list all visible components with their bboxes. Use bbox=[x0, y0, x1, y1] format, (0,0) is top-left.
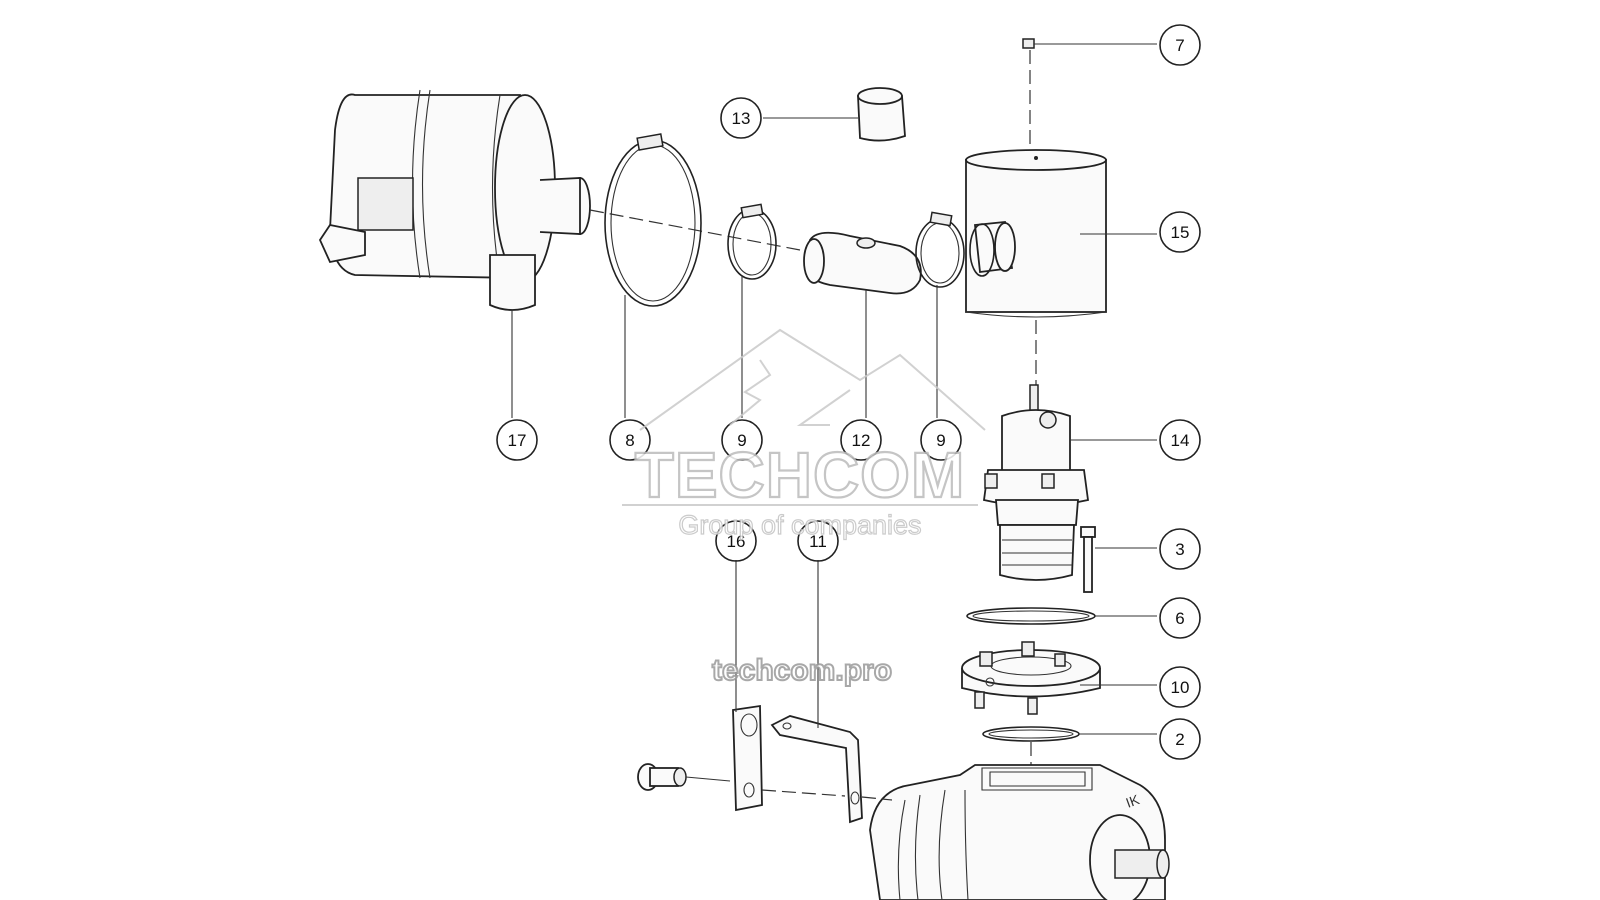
watermark-tagline: Group of companies bbox=[678, 510, 921, 540]
callout-label: 14 bbox=[1171, 431, 1190, 450]
callout-17: 17 bbox=[496, 419, 538, 461]
callout-15: 15 bbox=[1159, 211, 1201, 253]
watermark-brand: TECHCOM bbox=[635, 439, 966, 511]
callout-label: 2 bbox=[1175, 730, 1184, 749]
callout-label: 6 bbox=[1175, 609, 1184, 628]
callout-label: 15 bbox=[1171, 223, 1190, 242]
air-filter-housing bbox=[318, 89, 591, 418]
callout-9-left: 9 bbox=[721, 419, 763, 461]
callouts: 7 13 15 17 8 9 12 9 14 16 11 3 6 10 2 bbox=[496, 24, 1201, 760]
callout-8: 8 bbox=[609, 419, 651, 461]
callout-9-right: 9 bbox=[920, 419, 962, 461]
o-ring-lower bbox=[982, 726, 1157, 742]
small-bolt bbox=[637, 763, 687, 791]
callout-6: 6 bbox=[1159, 597, 1201, 639]
rubber-elbow bbox=[803, 231, 922, 418]
hose-clamp-small-right bbox=[915, 211, 965, 418]
callout-10: 10 bbox=[1159, 666, 1201, 708]
watermark-url: techcom.pro bbox=[712, 654, 892, 687]
callout-label: 16 bbox=[727, 532, 746, 551]
callout-label: 3 bbox=[1175, 540, 1184, 559]
callout-label: 10 bbox=[1171, 678, 1190, 697]
bolt bbox=[1080, 526, 1157, 593]
intake-valve bbox=[982, 384, 1157, 581]
callout-label: 11 bbox=[809, 532, 827, 551]
o-ring-upper bbox=[966, 607, 1157, 625]
rubber-cap bbox=[763, 87, 906, 142]
callout-2: 2 bbox=[1159, 718, 1201, 760]
callout-label: 9 bbox=[737, 431, 746, 450]
bracket-plate bbox=[732, 560, 763, 812]
callout-label: 17 bbox=[508, 431, 527, 450]
hose-clamp-small-left bbox=[727, 203, 777, 418]
callout-label: 7 bbox=[1175, 36, 1184, 55]
callout-label: 12 bbox=[852, 431, 871, 450]
callout-7: 7 bbox=[1159, 24, 1201, 66]
svg-text:IK: IK bbox=[1124, 791, 1143, 811]
watermark-mountain-logo bbox=[639, 328, 986, 431]
air-canister bbox=[965, 149, 1157, 318]
callout-label: 8 bbox=[625, 431, 634, 450]
angle-bracket bbox=[770, 560, 863, 824]
callout-12: 12 bbox=[840, 419, 882, 461]
mounting-flange bbox=[961, 641, 1157, 715]
small-plug bbox=[1022, 38, 1157, 49]
callout-11: 11 bbox=[797, 520, 839, 562]
callout-14: 14 bbox=[1159, 419, 1201, 461]
compressor-block: IK bbox=[869, 764, 1170, 900]
callout-label: 13 bbox=[732, 109, 751, 128]
callout-16: 16 bbox=[715, 520, 757, 562]
watermark: TECHCOM Group of companies techcom.pro bbox=[622, 328, 986, 688]
hose-clamp-large bbox=[604, 133, 702, 418]
callout-label: 9 bbox=[936, 431, 945, 450]
callout-3: 3 bbox=[1159, 528, 1201, 570]
callout-13: 13 bbox=[720, 97, 762, 139]
